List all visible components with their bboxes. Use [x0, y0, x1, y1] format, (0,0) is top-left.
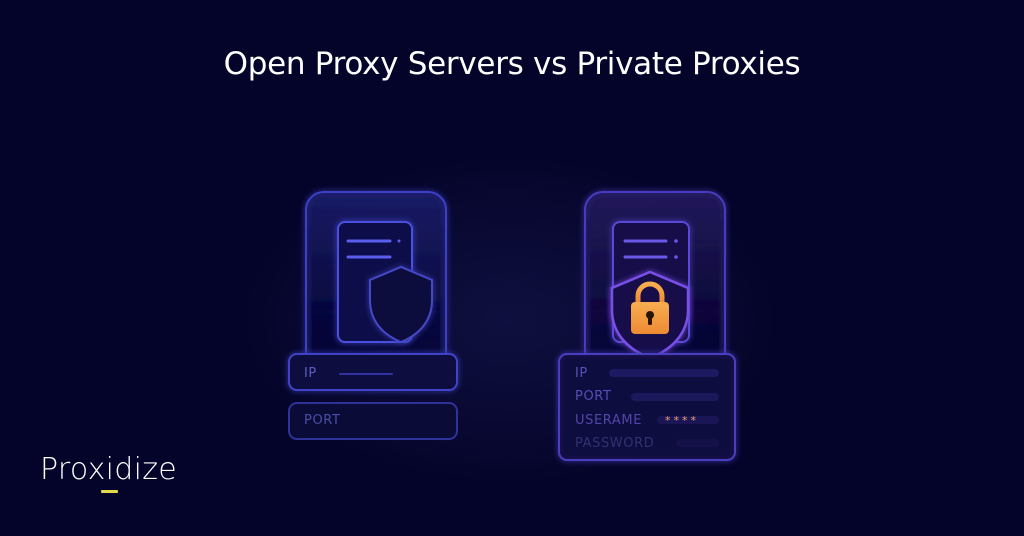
- page-title: Open Proxy Servers vs Private Proxies: [223, 46, 801, 82]
- shield-icon: [369, 265, 433, 344]
- private-password-label: PASSWORD: [575, 436, 655, 451]
- private-proxy-illustration: [558, 191, 736, 461]
- ip-field: [288, 353, 458, 391]
- open-ip-label: IP: [304, 366, 317, 381]
- private-port-label: PORT: [575, 389, 612, 404]
- password-dots: ****: [665, 414, 699, 427]
- brand-accent-underline: [101, 490, 118, 493]
- open-port-label: PORT: [304, 413, 341, 428]
- credentials-panel: [558, 353, 736, 461]
- private-ip-label: IP: [575, 366, 588, 381]
- private-username-label: USERAME: [575, 413, 643, 428]
- open-proxy-illustration: [288, 191, 458, 440]
- padlock-icon: [631, 281, 669, 334]
- brand-logo: Proxidize: [40, 452, 178, 487]
- port-field: [288, 402, 458, 440]
